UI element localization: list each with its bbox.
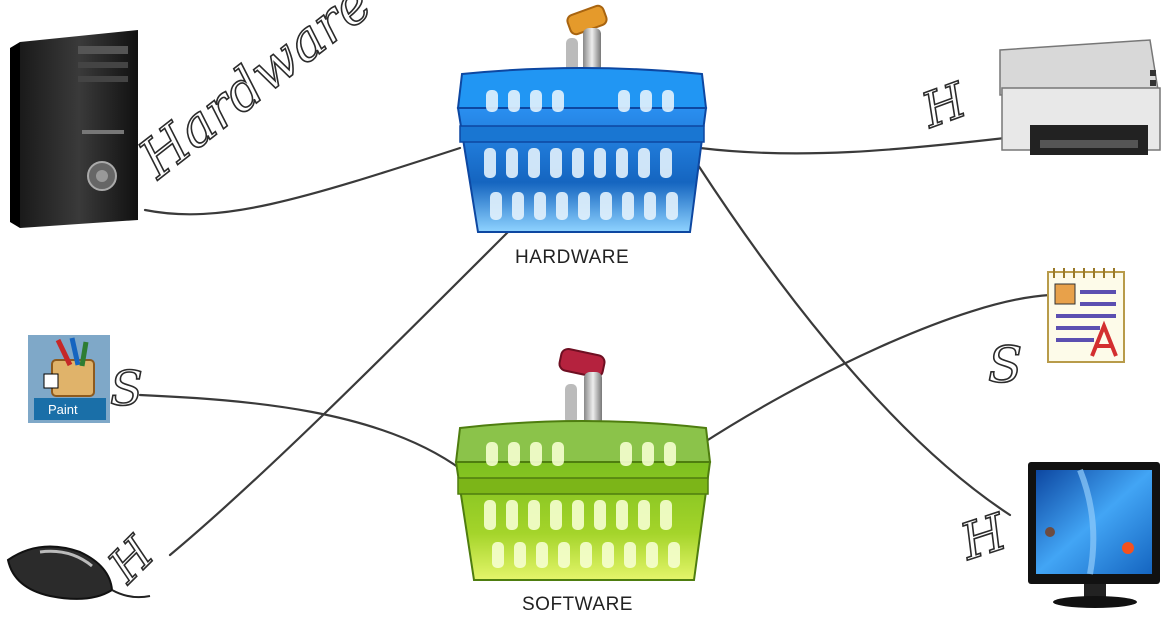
hardware-basket-label: HARDWARE (515, 247, 630, 268)
software-basket-icon (454, 347, 712, 581)
line-software-to-wordpad (698, 293, 1052, 447)
mark-wordpad: S (988, 336, 1022, 394)
line-hardware-to-monitor (696, 163, 1012, 517)
mark-printer: H (914, 72, 974, 140)
handwritten-title: Hardware (126, 0, 383, 191)
mouse-icon (6, 545, 151, 600)
hardware-basket-icon (456, 4, 708, 233)
connector-lines (138, 136, 1052, 557)
paint-app-icon: Paint (28, 335, 110, 423)
computer-tower-icon (10, 30, 138, 228)
line-pc-to-hardware (143, 146, 462, 216)
mark-paint: S (110, 361, 143, 417)
software-basket-label: SOFTWARE (522, 594, 633, 615)
line-mouse-to-hardware (168, 223, 517, 557)
printer-icon (999, 39, 1161, 155)
paint-caption: Paint (48, 402, 78, 417)
wordpad-icon (1047, 268, 1125, 363)
monitor-icon (1028, 462, 1160, 608)
line-hardware-to-printer (698, 136, 1007, 155)
line-paint-to-software (138, 393, 464, 472)
